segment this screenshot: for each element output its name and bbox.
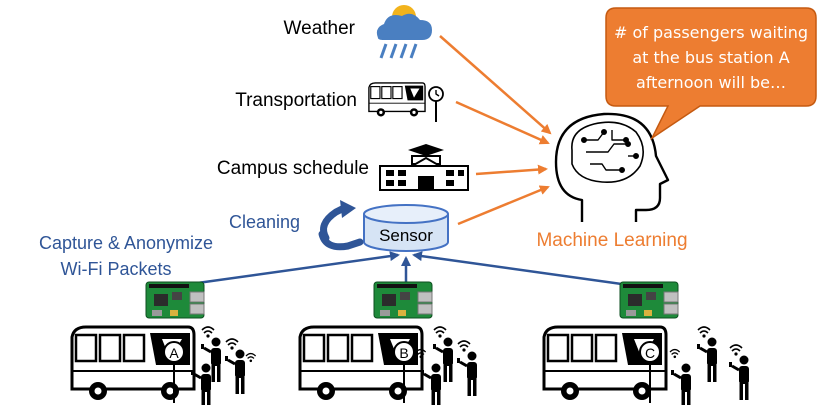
wifi-icon [457, 340, 471, 353]
person-phone-icon [727, 354, 751, 402]
school-building-icon [379, 144, 469, 191]
station-b-letter: B [399, 345, 408, 361]
raspberry-pi-icon [373, 281, 433, 319]
person-phone-icon [669, 362, 693, 405]
campus-schedule-label: Campus schedule [217, 158, 369, 179]
pi-c-to-sensor-arrow [412, 251, 637, 288]
bubble-line-1: # of passengers waiting [614, 23, 808, 42]
station-c-letter: C [645, 345, 655, 361]
pi-a-to-sensor-arrow [175, 251, 400, 288]
prediction-speech-bubble: # of passengers waiting at the bus stati… [605, 7, 817, 141]
wifi-icon [433, 326, 447, 339]
station-b-group: B [298, 325, 479, 405]
machine-learning-label: Machine Learning [536, 230, 687, 251]
bus-stop-icon [368, 82, 444, 122]
sensor-label: Sensor [379, 226, 433, 245]
sensor-database-icon [363, 204, 449, 252]
person-phone-icon [223, 348, 247, 396]
weather-label: Weather [284, 18, 356, 39]
wifi-icon [245, 352, 257, 363]
bubble-line-3: afternoon will be… [636, 73, 786, 92]
transportation-arrow [455, 100, 550, 145]
capture-label-line-1: Capture & Anonymize [39, 233, 213, 253]
person-phone-icon [695, 336, 719, 384]
bus-icon [70, 325, 196, 402]
wifi-icon [729, 344, 743, 357]
campus-schedule-arrow [475, 164, 548, 176]
person-phone-icon [455, 350, 479, 398]
station-c-group: C [542, 325, 751, 405]
transportation-label: Transportation [235, 90, 357, 111]
bus-icon [542, 325, 668, 402]
person-phone-icon [419, 362, 443, 405]
raspberry-pi-icon [619, 281, 679, 319]
cleaning-label: Cleaning [229, 212, 300, 232]
wifi-icon [697, 326, 711, 339]
cleaning-cycle-icon [318, 200, 364, 251]
wifi-icon [201, 326, 215, 339]
wifi-icon [225, 338, 239, 351]
station-a-group: A [70, 325, 257, 405]
capture-label-line-2: Wi-Fi Packets [60, 259, 171, 279]
rain-cloud-icon [376, 5, 432, 59]
brain-head-icon [554, 112, 670, 222]
bubble-line-2: at the bus station A [632, 48, 789, 67]
raspberry-pi-icon [145, 281, 205, 319]
weather-arrow [439, 35, 552, 135]
sensor-to-ml-arrow [457, 185, 550, 226]
wifi-icon [669, 348, 681, 359]
station-a-letter: A [169, 345, 179, 361]
